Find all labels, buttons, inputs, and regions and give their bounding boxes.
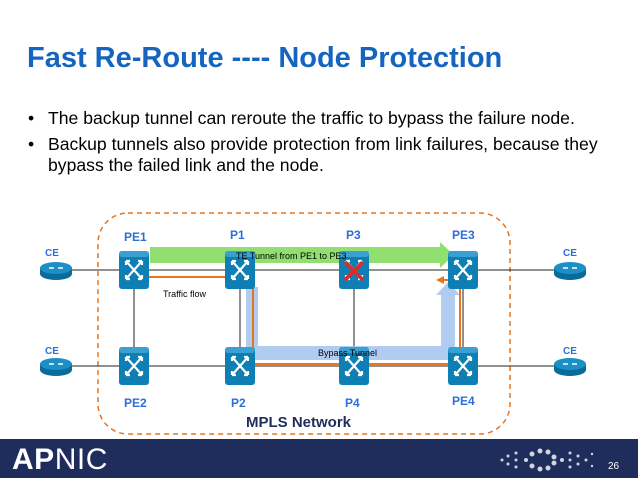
slide-title: Fast Re-Route ---- Node Protection [27,42,503,74]
label-p4: P4 [345,396,360,410]
router-pe1-icon [117,249,151,291]
router-pe2-icon [117,345,151,387]
label-pe1: PE1 [124,230,147,244]
label-pe4: PE4 [452,394,475,408]
te-tunnel-label: TE Tunnel from PE1 to PE3 [236,251,347,261]
ce-router-icon [39,261,73,281]
ce-router-icon [39,357,73,377]
label-ce: CE [45,346,59,357]
label-pe2: PE2 [124,396,147,410]
bullet-item: The backup tunnel can reroute the traffi… [26,108,626,129]
router-p2-icon [223,345,257,387]
bypass-tunnel-label: Bypass Tunnel [318,348,378,358]
bypass-tunnel-arrow [246,282,460,360]
label-p2: P2 [231,396,246,410]
failure-x-icon [343,260,365,282]
traffic-flow-label: Traffic flow [163,289,207,299]
label-ce: CE [563,248,577,259]
router-pe3-icon [446,249,480,291]
footer-bar [0,439,638,478]
label-p1: P1 [230,228,245,242]
label-p3: P3 [346,228,361,242]
ce-router-icon [553,261,587,281]
bullet-list: The backup tunnel can reroute the traffi… [26,108,626,181]
router-pe4-icon [446,345,480,387]
apnic-dots-logo-icon [500,448,594,472]
label-ce: CE [45,248,59,259]
label-ce: CE [563,346,577,357]
label-pe3: PE3 [452,228,475,242]
traffic-flow-arrowhead [436,276,444,284]
mpls-boundary [97,212,511,435]
mpls-network-label: MPLS Network [246,414,352,431]
bullet-item: Backup tunnels also provide protection f… [26,134,626,176]
page-number: 26 [608,461,620,472]
ce-router-icon [553,357,587,377]
apnic-logo: APNIC [12,443,108,476]
